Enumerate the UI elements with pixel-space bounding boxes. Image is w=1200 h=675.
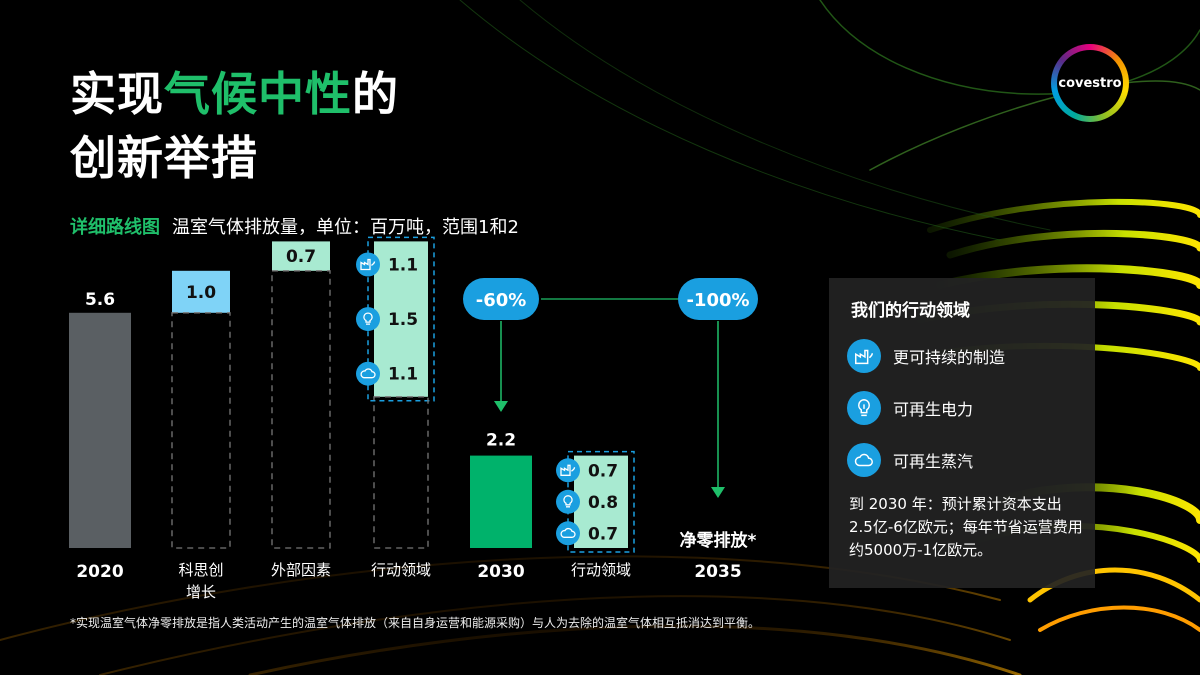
cloud-icon bbox=[847, 443, 881, 477]
annotation-pill bbox=[678, 278, 758, 320]
data-label-part: 0.7 bbox=[588, 461, 618, 481]
tick-label: 行动领域 bbox=[571, 561, 631, 579]
tick-label: 2035 bbox=[694, 562, 741, 582]
lightbulb-icon bbox=[847, 391, 881, 425]
action-areas-panel: 我们的行动领域 更可持续的制造 可再生电力 可再生蒸汽 到 2030 年：预计累… bbox=[829, 278, 1095, 588]
data-label-part: 0.8 bbox=[588, 493, 618, 513]
logo-text: covestro bbox=[1057, 50, 1123, 116]
annotation-label: -100% bbox=[686, 290, 749, 311]
tick-label: 外部因素 bbox=[271, 561, 331, 579]
data-label-part: 1.5 bbox=[388, 310, 418, 330]
bar-increase bbox=[272, 241, 330, 271]
page-title: 实现气候中性的 创新举措 bbox=[70, 62, 399, 190]
data-label-part: 1.1 bbox=[388, 256, 418, 276]
factory-icon bbox=[556, 458, 580, 483]
icon-circle bbox=[356, 307, 380, 332]
title-part-2: 的 bbox=[352, 67, 399, 121]
data-label-part: 0.7 bbox=[588, 524, 618, 544]
panel-item-label: 更可持续的制造 bbox=[893, 348, 1006, 367]
icon-glyph bbox=[360, 368, 376, 379]
icon-glyph bbox=[360, 258, 376, 271]
factory-icon bbox=[847, 339, 881, 373]
icon-glyph bbox=[560, 464, 576, 476]
subtitle-lead: 详细路线图 bbox=[70, 217, 160, 238]
icon-glyph bbox=[560, 527, 576, 538]
icon-circle bbox=[356, 361, 380, 386]
bar-decrease bbox=[374, 241, 428, 397]
annotation-arrowhead bbox=[494, 401, 508, 412]
lightbulb-icon bbox=[556, 489, 580, 514]
tick-label: 科思创 bbox=[178, 561, 223, 579]
bar-decrease bbox=[574, 455, 628, 548]
icon-circle bbox=[556, 521, 580, 546]
covestro-logo: covestro bbox=[1051, 44, 1129, 122]
title-line-2: 创新举措 bbox=[70, 131, 258, 185]
annotation-arrowhead bbox=[711, 487, 725, 498]
icon-circle bbox=[556, 489, 580, 514]
bar-2030 bbox=[470, 455, 532, 548]
annotation-label: -60% bbox=[476, 290, 527, 311]
panel-item-label: 可再生电力 bbox=[893, 400, 974, 419]
title-highlight: 气候中性 bbox=[164, 67, 352, 121]
bar-increase bbox=[172, 270, 230, 313]
tick-label: 行动领域 bbox=[371, 561, 431, 579]
bar-ghost-outline bbox=[373, 396, 429, 549]
footnote: *实现温室气体净零排放是指人类活动产生的温室气体排放（来自自身运营和能源采购）与… bbox=[70, 616, 761, 630]
panel-note: 到 2030 年：预计累计资本支出 2.5亿-6亿欧元；每年节省运营费用约500… bbox=[849, 495, 1083, 559]
icon-glyph bbox=[363, 312, 373, 325]
data-label-part: 1.1 bbox=[388, 365, 418, 385]
tick-label: 增长 bbox=[186, 583, 216, 601]
factory-icon bbox=[356, 252, 380, 277]
lightbulb-icon bbox=[356, 307, 380, 332]
title-part-1: 实现 bbox=[70, 67, 164, 121]
data-label-2030: 2.2 bbox=[486, 431, 516, 451]
panel-item-manufacturing: 更可持续的制造 bbox=[847, 338, 1005, 374]
data-label-increase: 0.7 bbox=[286, 247, 316, 267]
data-label-2020: 5.6 bbox=[85, 290, 115, 310]
subtitle-text: 温室气体排放量，单位：百万吨，范围1和2 bbox=[172, 217, 519, 238]
bar-2020 bbox=[69, 312, 131, 548]
annotation-pill bbox=[463, 278, 539, 320]
tick-label: 2030 bbox=[477, 562, 524, 582]
data-label-2035: 净零排放* bbox=[680, 530, 757, 551]
icon-glyph bbox=[563, 495, 573, 508]
subtitle: 详细路线图温室气体排放量，单位：百万吨，范围1和2 bbox=[70, 213, 519, 239]
bar-ghost-outline bbox=[271, 270, 331, 549]
bar-decrease-outline bbox=[367, 236, 435, 402]
panel-item-label: 可再生蒸汽 bbox=[893, 452, 974, 471]
cloud-icon bbox=[556, 521, 580, 546]
data-label-increase: 1.0 bbox=[186, 283, 216, 303]
cloud-icon bbox=[356, 361, 380, 386]
panel-title: 我们的行动领域 bbox=[851, 301, 970, 321]
title-line-1: 实现气候中性的 bbox=[70, 62, 399, 126]
panel-item-steam: 可再生蒸汽 bbox=[847, 442, 973, 478]
bar-ghost-outline bbox=[171, 312, 231, 549]
panel-item-electricity: 可再生电力 bbox=[847, 390, 973, 426]
tick-label: 2020 bbox=[76, 562, 123, 582]
